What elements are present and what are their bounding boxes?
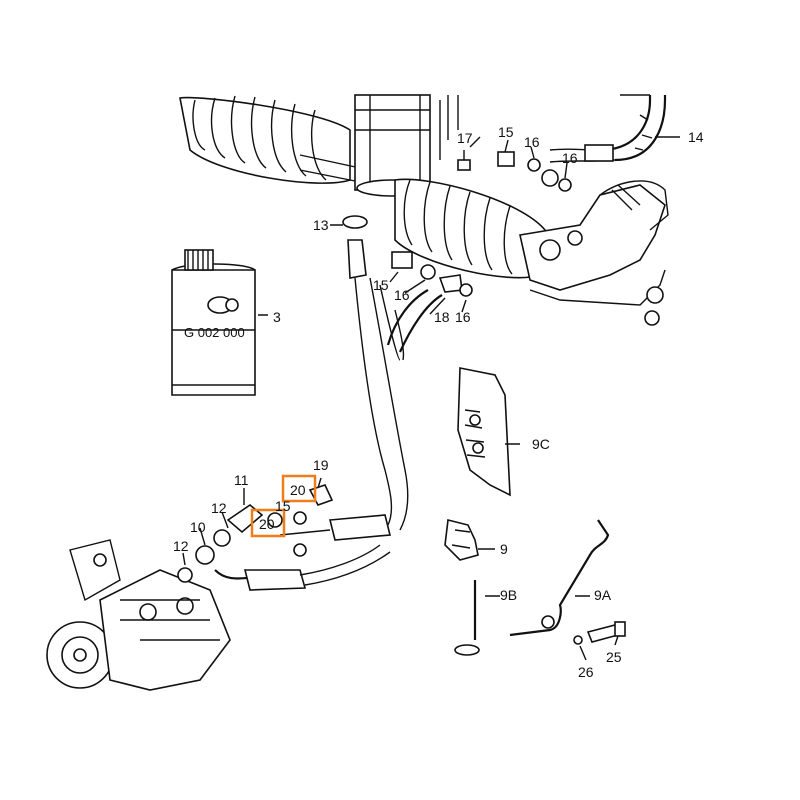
callout-19: 19 <box>313 457 329 473</box>
callout-20-upper: 20 <box>290 482 306 498</box>
bracket-9C <box>457 367 511 497</box>
pump-assembly <box>46 539 231 691</box>
callout-labels: 3 9 9A 9B 9C 10 11 12 12 13 14 15 15 15 … <box>173 124 704 680</box>
callout-20-lower: 20 <box>259 516 275 532</box>
callout-16-upper-b: 16 <box>562 150 578 166</box>
callout-12-lower: 12 <box>173 538 189 554</box>
fitting-group-upper <box>497 144 614 192</box>
steering-rack <box>179 94 669 326</box>
callout-15-lower: 15 <box>275 498 291 514</box>
callout-15-upper: 15 <box>498 124 514 140</box>
oil-can-code: G 002 000 <box>184 325 245 340</box>
ring-26 <box>573 635 583 645</box>
rod-9B <box>454 580 480 656</box>
clip-9 <box>444 519 479 561</box>
callout-9: 9 <box>500 541 508 557</box>
callout-9C: 9C <box>532 436 550 452</box>
callout-3: 3 <box>273 309 281 325</box>
pressure-line <box>214 544 391 591</box>
callout-16-middle-a: 16 <box>394 287 410 303</box>
callout-11: 11 <box>234 472 249 488</box>
callout-14: 14 <box>688 129 704 145</box>
clip-17 <box>457 150 471 171</box>
callout-15-middle: 15 <box>373 277 389 293</box>
oil-can <box>171 249 256 396</box>
hose-13 <box>342 215 409 531</box>
callout-16-middle-b: 16 <box>455 309 471 325</box>
wire-9A <box>509 519 610 637</box>
callout-26: 26 <box>578 664 594 680</box>
bolt-25 <box>586 621 626 643</box>
callout-16-upper-a: 16 <box>524 134 540 150</box>
callout-17: 17 <box>457 130 473 146</box>
highlight-box-20-lower <box>250 508 286 538</box>
fitting-cluster <box>177 484 392 583</box>
highlight-box-20-upper <box>281 474 317 503</box>
leader-lines <box>182 136 680 661</box>
highlight-boxes <box>250 474 317 538</box>
callout-25: 25 <box>606 649 622 665</box>
callout-9A: 9A <box>594 587 612 603</box>
callout-18: 18 <box>434 309 450 325</box>
callout-9B: 9B <box>500 587 517 603</box>
fitting-group-middle <box>386 251 473 353</box>
callout-12-upper: 12 <box>211 500 227 516</box>
callout-13: 13 <box>313 217 329 233</box>
callout-10: 10 <box>190 519 206 535</box>
